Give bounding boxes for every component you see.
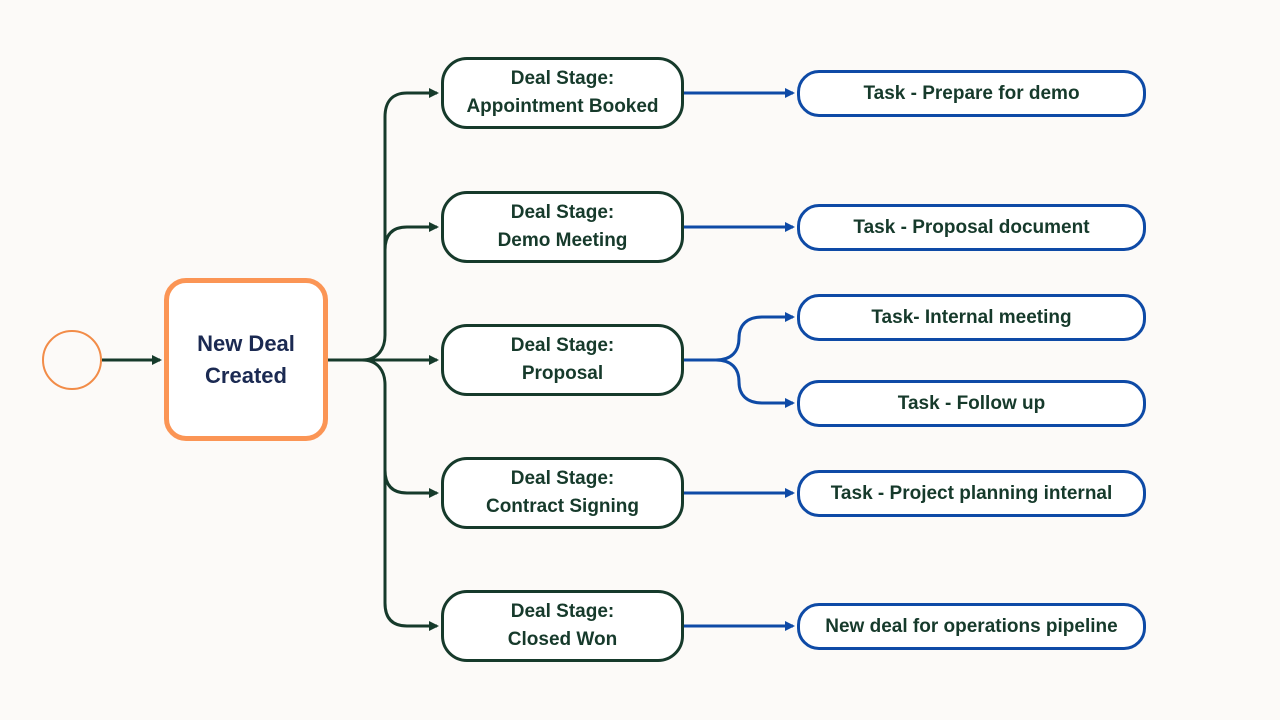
stage-node-demo-meeting: Deal Stage: Demo Meeting: [441, 191, 684, 263]
stage-node-name: Demo Meeting: [497, 230, 628, 251]
stage-node-heading: Deal Stage:: [510, 68, 615, 89]
start-node: [42, 330, 102, 390]
connector-root-to-stage-1: [361, 88, 439, 362]
connector-root-to-stage-4: [383, 469, 439, 498]
stage-node-name: Closed Won: [507, 629, 618, 650]
root-node-new-deal-created: New Deal Created: [164, 278, 328, 441]
task-node-prepare-for-demo: Task - Prepare for demo: [797, 70, 1146, 117]
stage-node-name: Appointment Booked: [466, 96, 659, 117]
root-node-line-1: New Deal: [197, 330, 295, 356]
task-node-label: New deal for operations pipeline: [825, 615, 1118, 637]
task-node-internal-meeting: Task- Internal meeting: [797, 294, 1146, 341]
task-node-label: Task- Internal meeting: [871, 306, 1072, 328]
task-node-label: Task - Project planning internal: [830, 482, 1113, 504]
stage-node-heading: Deal Stage:: [510, 335, 615, 356]
connector-stage-3-to-task-a: [715, 312, 795, 362]
connector-stage-3-to-task-b: [715, 358, 795, 408]
task-node-label: Task - Proposal document: [853, 216, 1090, 238]
task-node-new-deal-operations-pipeline: New deal for operations pipeline: [797, 603, 1146, 650]
stage-node-name: Proposal: [521, 363, 604, 384]
task-node-label: Task - Follow up: [897, 392, 1046, 414]
stage-node-proposal: Deal Stage: Proposal: [441, 324, 684, 396]
root-node-line-2: Created: [205, 362, 287, 388]
stage-node-heading: Deal Stage:: [510, 202, 615, 223]
stage-node-name: Contract Signing: [485, 496, 640, 517]
task-node-label: Task - Prepare for demo: [863, 82, 1080, 104]
task-node-proposal-document: Task - Proposal document: [797, 204, 1146, 251]
connector-root-to-stage-2: [383, 222, 439, 251]
stage-node-heading: Deal Stage:: [510, 468, 615, 489]
connector-root-to-stage-5: [361, 358, 439, 631]
stage-node-appointment-booked: Deal Stage: Appointment Booked: [441, 57, 684, 129]
stage-node-closed-won: Deal Stage: Closed Won: [441, 590, 684, 662]
task-node-follow-up: Task - Follow up: [797, 380, 1146, 427]
task-node-project-planning-internal: Task - Project planning internal: [797, 470, 1146, 517]
stage-node-contract-signing: Deal Stage: Contract Signing: [441, 457, 684, 529]
stage-node-heading: Deal Stage:: [510, 601, 615, 622]
